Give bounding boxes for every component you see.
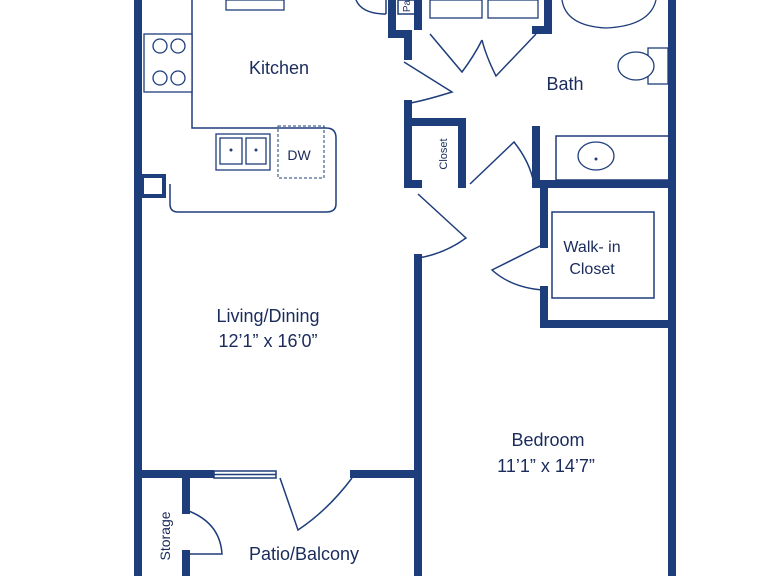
dishwasher-label: DW: [287, 147, 311, 163]
exterior-walls: [134, 0, 676, 576]
pantry-label: Pa: [402, 0, 413, 12]
patio-sliding-door: [213, 470, 277, 479]
walkin-closet-shelf: [551, 211, 655, 299]
walkin-closet-label-line2: Closet: [569, 261, 615, 278]
kitchen-sink-icon: [215, 133, 271, 171]
interior-walls: [134, 0, 676, 576]
bedroom-label: Bedroom: [511, 430, 584, 450]
living-dining-label: Living/Dining: [216, 306, 319, 326]
bath-label: Bath: [546, 74, 583, 94]
toilet-icon: [617, 47, 669, 85]
dishwasher-outline: [277, 125, 325, 179]
storage-label: Storage: [157, 511, 173, 560]
closet-label: Closet: [438, 138, 450, 169]
bedroom-dimensions: 11’1” x 14’7”: [497, 456, 595, 476]
bath-sink-icon: [577, 141, 615, 171]
living-dining-dimensions: 12’1” x 16’0”: [218, 331, 317, 351]
door-swings: [185, 0, 545, 555]
kitchen-label: Kitchen: [249, 58, 309, 78]
kitchen-fixtures: [143, 0, 337, 213]
patio-balcony-label: Patio/Balcony: [249, 544, 359, 564]
walkin-closet-label-line1: Walk- in: [563, 239, 620, 256]
bath-fixtures: [429, 0, 671, 181]
